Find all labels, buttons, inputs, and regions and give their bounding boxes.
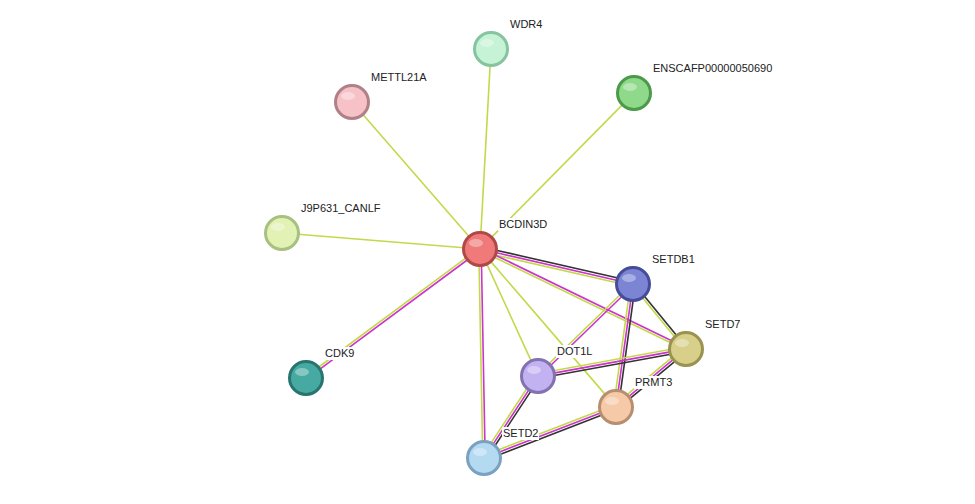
evidence-line [318,258,466,368]
protein-node: WDR4 [473,31,509,67]
node-circle [615,266,651,302]
node-circle [668,331,704,367]
evidence-line [320,259,468,369]
interaction-edge [363,114,470,237]
protein-node: SETD7 [668,331,704,367]
evidence-line [618,300,631,391]
node-highlight [623,83,637,91]
node-disc [266,217,299,250]
protein-node: SETD2 [466,440,502,476]
evidence-line [642,297,675,337]
evidence-line [549,294,621,364]
protein-node: PRMT3 [598,389,634,425]
node-label: SETDB1 [651,253,696,266]
node-disc [464,233,497,266]
node-circle [466,440,502,476]
node-disc [522,360,555,393]
interaction-edge [481,65,490,233]
node-label: DOT1L [556,345,593,358]
node-circle [520,358,556,394]
evidence-line [500,415,602,454]
node-disc [617,268,650,301]
protein-node: CDK9 [288,360,324,396]
node-highlight [480,39,494,47]
node-label: ENSCAFP00000050690 [652,62,773,75]
interaction-edge [642,296,677,338]
interaction-edge [491,104,623,237]
node-circle [473,31,509,67]
protein-node: METTL21A [334,84,370,120]
node-label: J9P631_CANLF [300,202,382,215]
node-label: BCDIN3D [498,218,548,231]
evidence-line [630,361,675,399]
node-label: SETD7 [704,318,741,331]
node-disc [475,33,508,66]
interaction-edge [616,300,633,392]
evidence-line [498,411,600,450]
protein-node: BCDIN3D [462,231,498,267]
evidence-line [491,104,623,237]
evidence-line [616,300,629,391]
interaction-edge [318,258,468,370]
evidence-line [481,65,490,233]
evidence-line [499,413,601,452]
evidence-line [363,114,470,237]
interaction-edge [487,264,532,362]
node-highlight [473,448,487,456]
node-highlight [675,339,689,347]
node-disc [600,391,633,424]
node-disc [468,442,501,475]
node-highlight [341,92,355,100]
node-highlight [295,368,309,376]
evidence-line [479,265,482,442]
node-disc [290,362,323,395]
evidence-line [550,296,622,366]
node-circle [462,231,498,267]
node-highlight [271,223,285,231]
interaction-edge [498,411,602,455]
interaction-edge [549,294,623,365]
interaction-edge [627,357,675,398]
evidence-line [298,234,464,247]
protein-node: J9P631_CANLF [264,215,300,251]
node-circle [598,389,634,425]
node-label: CDK9 [324,347,355,360]
evidence-line [495,255,617,283]
evidence-line [487,264,532,362]
protein-node: DOT1L [520,358,556,394]
node-label: PRMT3 [634,376,673,389]
interaction-edge [479,265,485,442]
node-label: METTL21A [370,71,428,84]
node-label: SETD2 [502,427,539,440]
protein-node: SETDB1 [615,266,651,302]
node-highlight [605,397,619,405]
node-highlight [527,366,541,374]
evidence-line [628,359,673,397]
node-disc [618,77,651,110]
node-disc [670,333,703,366]
node-circle [334,84,370,120]
node-label: WDR4 [509,18,543,31]
node-circle [264,215,300,251]
evidence-line [644,296,677,336]
node-disc [336,86,369,119]
protein-node: ENSCAFP00000050690 [616,75,652,111]
node-circle [616,75,652,111]
node-highlight [469,239,483,247]
node-highlight [622,274,636,282]
interaction-edge [298,234,464,247]
node-circle [288,360,324,396]
